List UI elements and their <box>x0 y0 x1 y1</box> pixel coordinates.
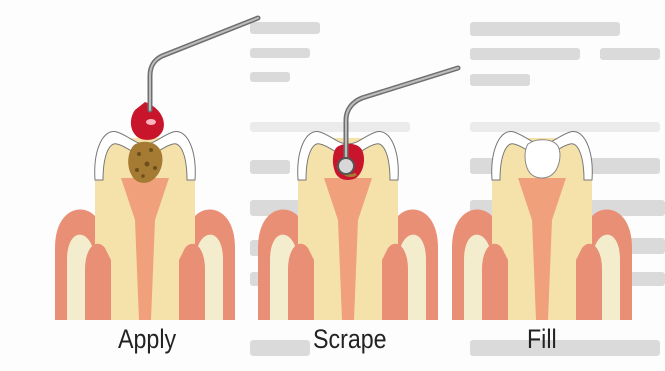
filling <box>525 140 560 178</box>
step-label-scrape: Scrape <box>313 324 387 355</box>
step-label-fill: Fill <box>527 324 557 355</box>
tooth-apply-step <box>55 102 235 320</box>
dropper-applicator-icon <box>150 18 258 110</box>
tooth-fill-step <box>452 132 632 320</box>
step-label-apply: Apply <box>118 324 176 355</box>
